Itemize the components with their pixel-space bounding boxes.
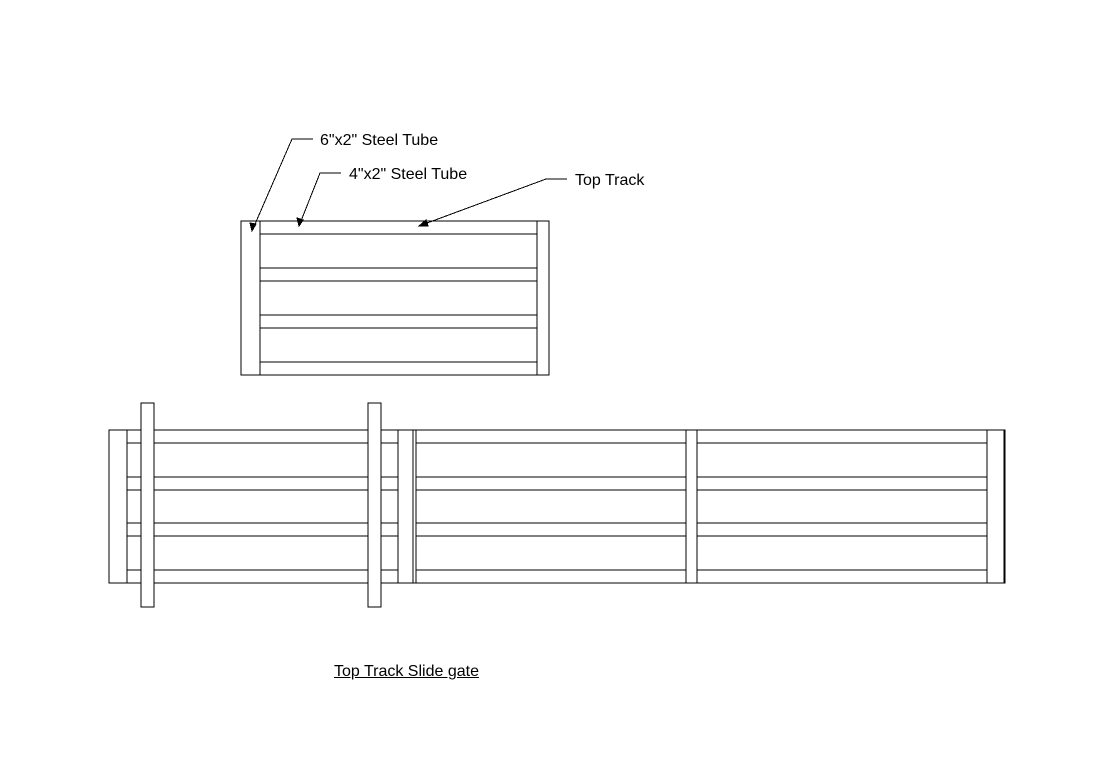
callout-six-by-two: 6"x2" Steel Tube bbox=[320, 132, 438, 149]
small-gate-right-post bbox=[536, 220, 550, 376]
large-gate-outline bbox=[108, 429, 1006, 584]
arrowhead bbox=[417, 219, 429, 227]
large-gate-mid-post bbox=[397, 429, 417, 584]
leader-four-by-two bbox=[298, 172, 341, 227]
small-gate-outline bbox=[240, 220, 550, 376]
large-gate-left-post bbox=[108, 429, 128, 584]
small-gate-left-post bbox=[240, 220, 261, 376]
arrowhead bbox=[296, 217, 304, 228]
large-gate-center-post bbox=[685, 429, 698, 584]
leader-lines bbox=[249, 138, 567, 233]
drawing-caption: Top Track Slide gate bbox=[334, 663, 479, 680]
small-gate-view bbox=[240, 220, 550, 376]
support-post-left bbox=[140, 402, 155, 608]
leader-top-track bbox=[418, 178, 567, 227]
callout-top-track: Top Track bbox=[575, 172, 645, 189]
callout-four-by-two: 4"x2" Steel Tube bbox=[349, 166, 467, 183]
large-gate-view bbox=[108, 402, 1006, 608]
large-gate-right-post bbox=[986, 429, 1006, 584]
arrowhead bbox=[249, 222, 257, 233]
support-post-right bbox=[367, 402, 382, 608]
leader-six-by-two bbox=[251, 138, 313, 232]
